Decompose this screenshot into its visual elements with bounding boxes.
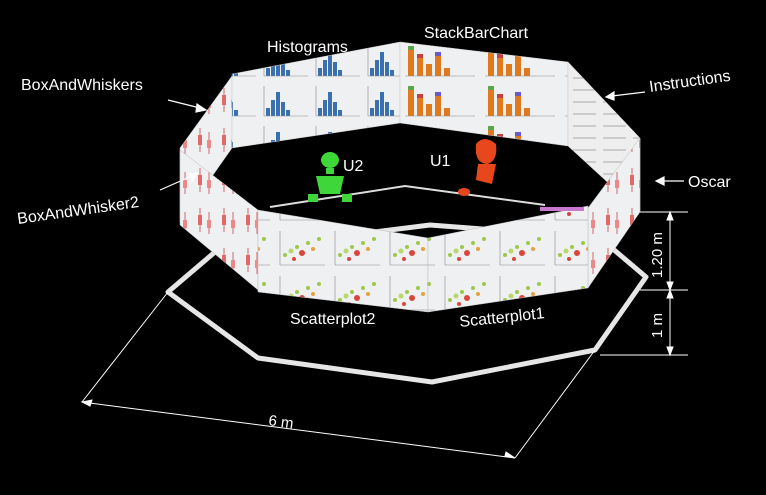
dimension-diameter: 6 m — [267, 412, 294, 432]
label-boxandwhisker2: BoxAndWhisker2 — [16, 194, 140, 228]
label-histograms: Histograms — [267, 39, 348, 56]
label-instructions: Instructions — [648, 68, 731, 96]
panel-histograms — [231, 41, 401, 149]
user-u2-avatar — [308, 152, 352, 202]
dimension-lines — [80, 210, 688, 459]
user-u1-avatar — [458, 139, 497, 196]
scatter-colorbar — [540, 207, 584, 211]
dimension-floor-gap: 1 m — [649, 313, 666, 338]
label-oscar: Oscar — [688, 174, 731, 191]
dimension-panel-height: 1.20 m — [649, 232, 666, 278]
panel-scatterplot2 — [257, 209, 429, 313]
label-scatterplot2: Scatterplot2 — [290, 311, 375, 328]
user-u1-label: U1 — [430, 153, 451, 170]
label-stackbarchart: StackBarChart — [424, 25, 529, 42]
panel-scatterplot1 — [427, 205, 589, 313]
user-u2-label: U2 — [343, 158, 364, 175]
label-arrows — [159, 90, 684, 191]
panel-stackbarchart — [399, 41, 569, 147]
label-boxandwhiskers: BoxAndWhiskers — [21, 77, 143, 94]
label-scatterplot1: Scatterplot1 — [459, 305, 546, 331]
